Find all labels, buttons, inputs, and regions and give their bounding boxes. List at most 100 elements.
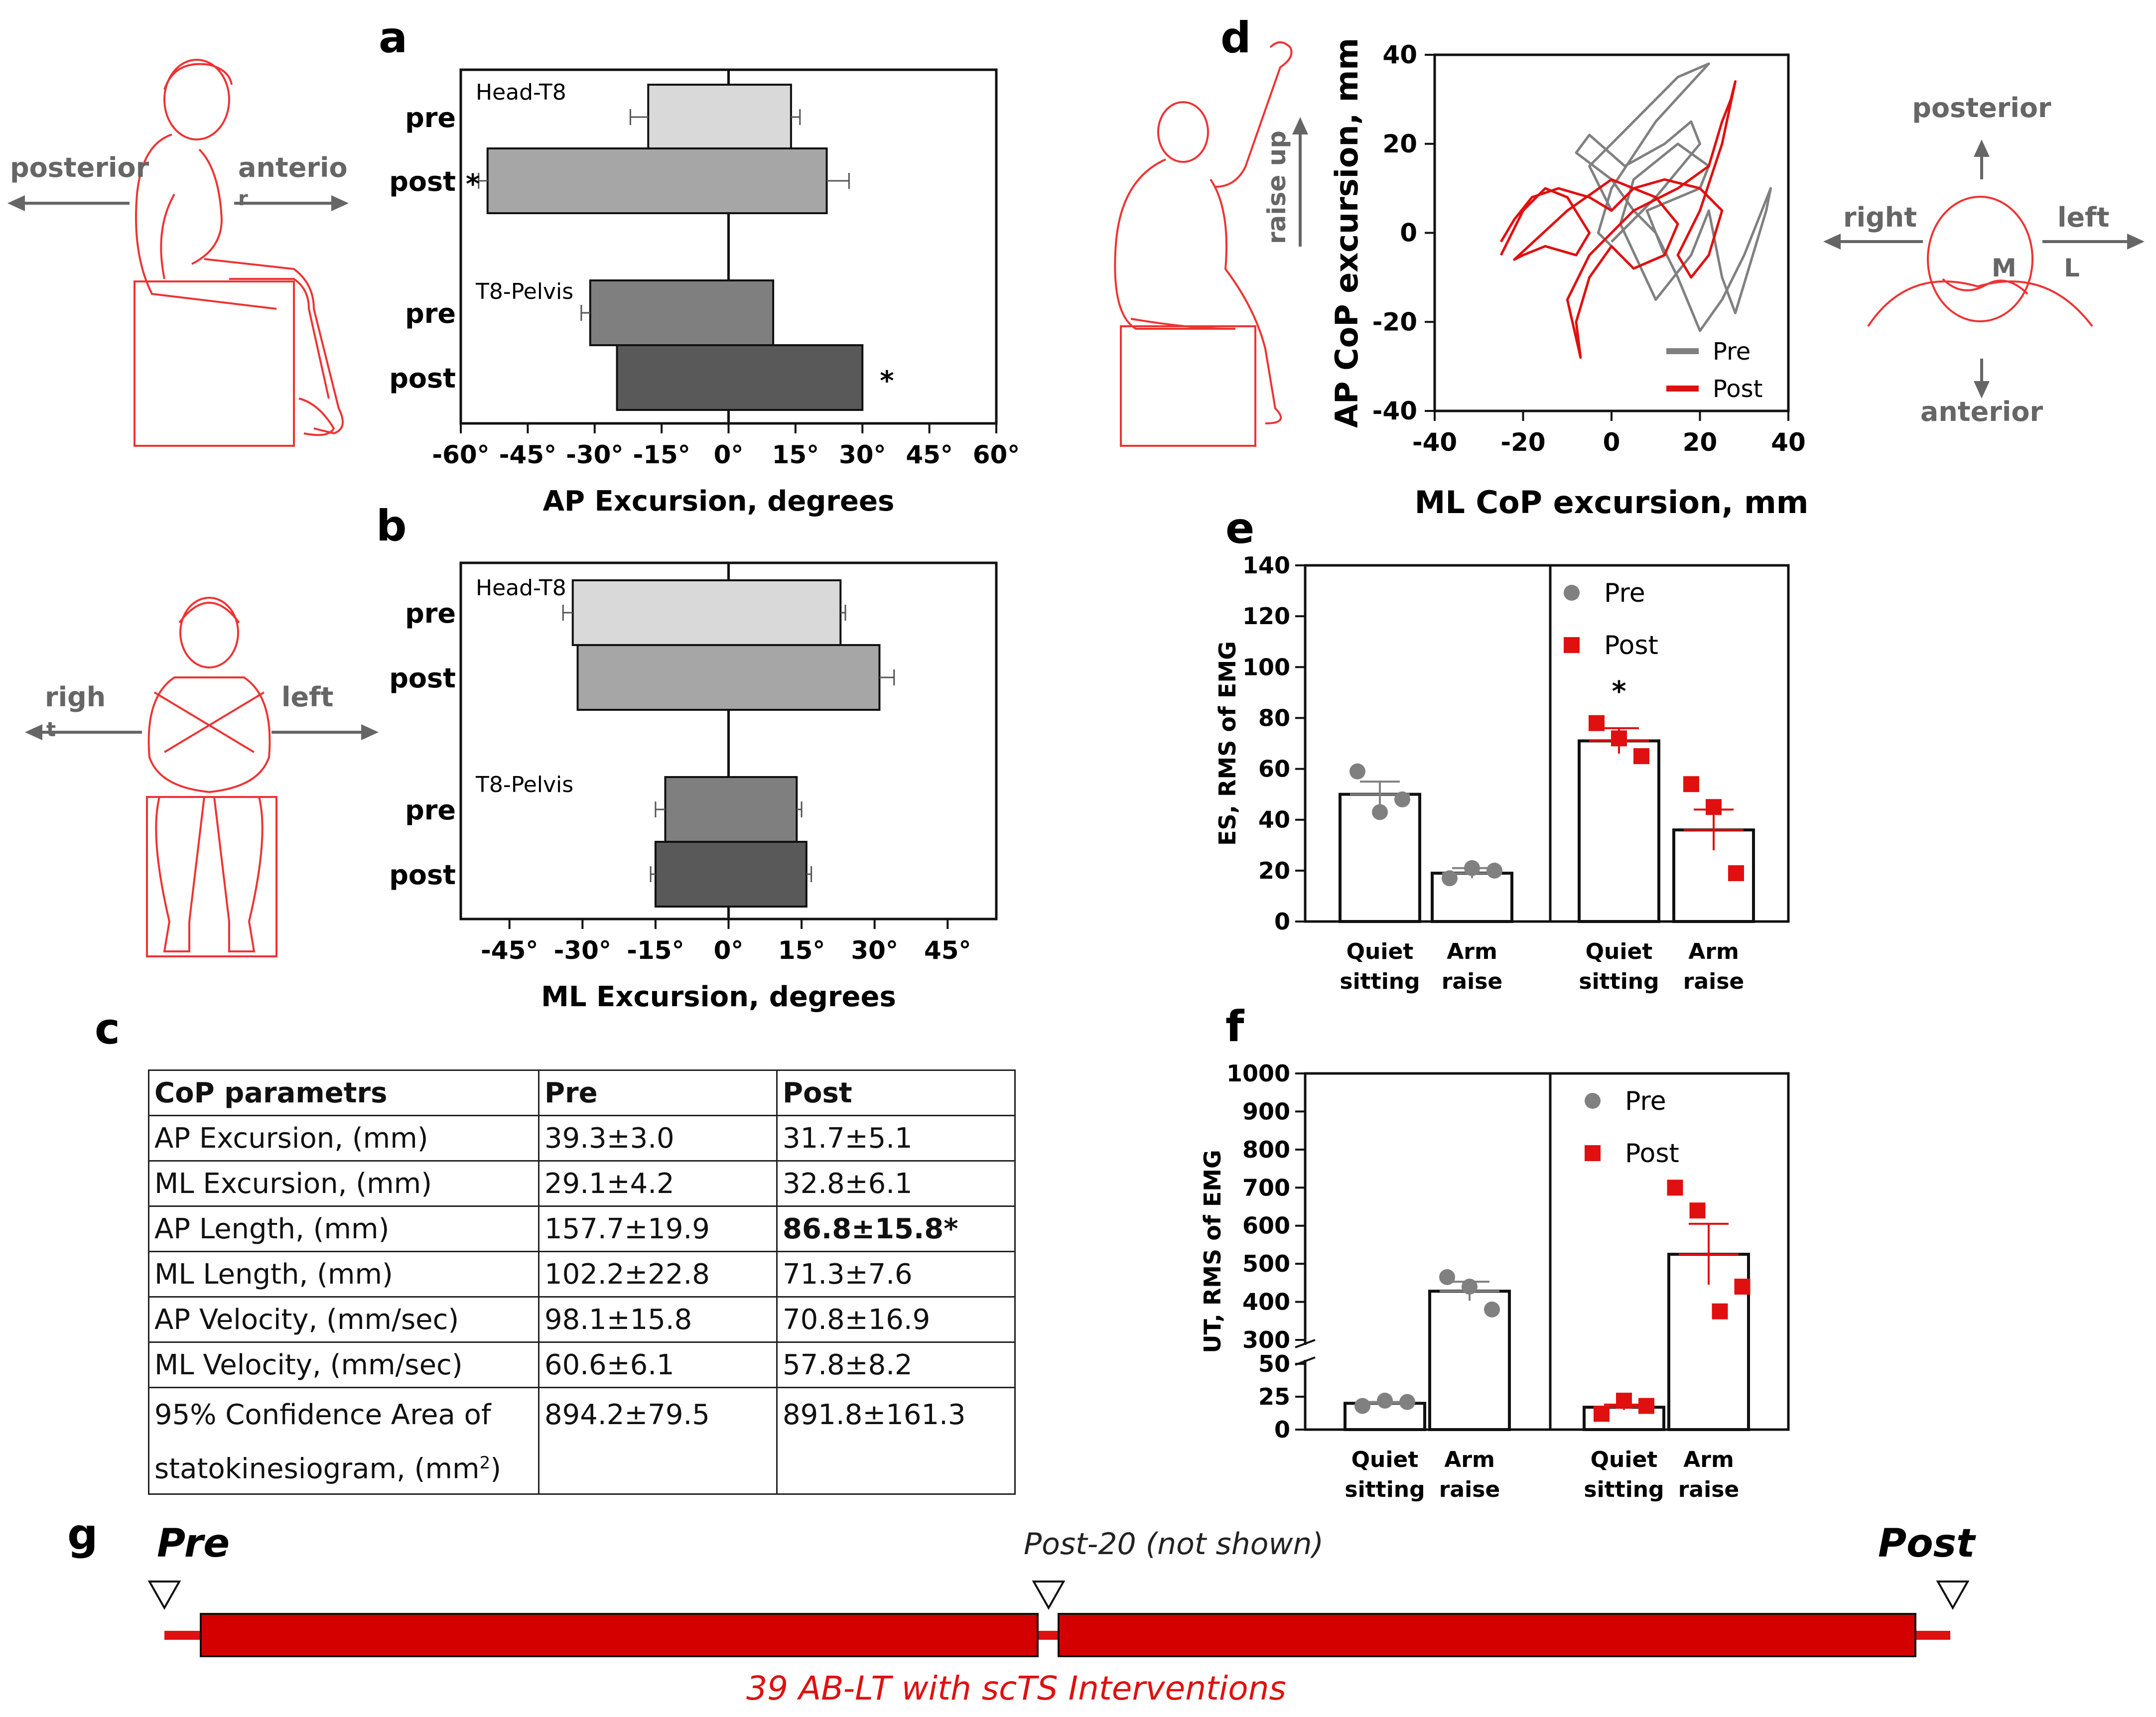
- chart-b-ml-excursion: -45°-30°-15°0°15°30°45°ML Excursion, deg…: [389, 561, 998, 1013]
- table-cell: 98.1±15.8: [538, 1296, 778, 1343]
- table-row: ML Velocity, (mm/sec) 60.6±6.1 57.8±8.2: [148, 1341, 1016, 1388]
- x-category-label: Quiet: [1351, 1447, 1419, 1472]
- x-tick-label: -20: [1500, 428, 1545, 457]
- data-point: [1442, 870, 1458, 887]
- bar: [647, 84, 792, 150]
- bar: [616, 344, 864, 411]
- group-label: T8-Pelvis: [475, 772, 573, 797]
- timeline-pre-label: Pre: [157, 1521, 230, 1566]
- cop-parameters-table: CoP parametrs Pre Post AP Excursion, (mm…: [148, 1069, 1016, 1495]
- data-point: [1638, 1398, 1654, 1414]
- data-point: [1728, 865, 1744, 881]
- bar-category-label: post: [389, 859, 456, 891]
- label-left: left: [281, 681, 333, 713]
- axis-break-mark: [1295, 1356, 1316, 1366]
- y-tick-label: 0: [1274, 1416, 1290, 1443]
- table-cell: ML Velocity, (mm/sec): [148, 1341, 539, 1388]
- table-row: ML Length, (mm) 102.2±22.8 71.3±7.6: [148, 1251, 1016, 1298]
- data-point: [1667, 1180, 1683, 1196]
- legend-label: Post: [1604, 631, 1658, 660]
- legend-marker: [1564, 637, 1580, 653]
- label-right: right: [1843, 202, 1917, 233]
- x-category-label: raise: [1442, 969, 1503, 994]
- bar: [571, 579, 842, 646]
- table-cell: 894.2±79.5: [538, 1387, 778, 1495]
- x-category-label: raise: [1678, 1477, 1740, 1502]
- table-header: Post: [776, 1069, 1016, 1116]
- x-tick-label: 0: [1603, 428, 1620, 457]
- label-l: L: [2064, 254, 2080, 282]
- y-tick-label: 0: [1274, 908, 1290, 935]
- x-tick-label: 0°: [714, 936, 744, 965]
- y-tick-label: 700: [1242, 1174, 1290, 1201]
- head-top-view-illustration: posterior anterior right left M L: [1823, 92, 2145, 427]
- x-axis-title: ML Excursion, degrees: [541, 981, 896, 1013]
- ml-direction-arrows: righ t left: [25, 681, 379, 741]
- y-tick-label: 20: [1258, 857, 1290, 884]
- cell-line: ): [490, 1453, 502, 1485]
- x-category-label: raise: [1683, 969, 1745, 994]
- panel-letter-d: d: [1220, 13, 1251, 63]
- chart-a-ap-excursion: -60°-45°-30°-15°0°15°30°45°60°AP Excursi…: [389, 68, 1020, 518]
- table-row: ML Excursion, (mm) 29.1±4.2 32.8±6.1: [148, 1160, 1016, 1207]
- x-category-label: Arm: [1444, 1447, 1495, 1472]
- seated-person-side-illustration: [134, 59, 344, 447]
- data-point: [1683, 776, 1699, 792]
- table-cell-significant: 86.8±15.8*: [776, 1205, 1016, 1252]
- x-tick-label: -45°: [499, 440, 556, 469]
- x-category-label: Arm: [1688, 939, 1739, 964]
- table-cell: 70.8±16.9: [776, 1296, 1016, 1343]
- y-tick-label: -40: [1372, 396, 1417, 425]
- y-axis-title: AP CoP excursion, mm: [1329, 38, 1365, 428]
- bar-category-label: post: [389, 363, 456, 394]
- x-category-label: Quiet: [1586, 939, 1653, 964]
- x-tick-label: 45°: [924, 936, 971, 965]
- data-point: [1484, 1301, 1500, 1318]
- arrow-right-icon: [2127, 234, 2145, 250]
- x-category-label: sitting: [1345, 1477, 1425, 1502]
- x-tick-label: -30°: [566, 440, 623, 469]
- table-cell: 57.8±8.2: [776, 1341, 1016, 1388]
- x-tick-label: -30°: [554, 936, 611, 965]
- x-tick-label: 40: [1771, 428, 1806, 457]
- legend-label: Pre: [1604, 578, 1645, 608]
- y-tick-label: 300: [1242, 1326, 1290, 1353]
- table-row: AP Excursion, (mm) 39.3±3.0 31.7±5.1: [148, 1115, 1016, 1162]
- bar-category-label: pre: [405, 298, 456, 329]
- bar-category-label: post: [389, 662, 456, 694]
- significance-star: *: [880, 365, 894, 396]
- data-point: [1633, 748, 1649, 765]
- x-tick-label: 60°: [973, 440, 1020, 469]
- x-tick-label: -60°: [432, 440, 489, 469]
- data-point: [1616, 1392, 1632, 1409]
- series-line: [1575, 62, 1772, 332]
- table-header: Pre: [538, 1069, 778, 1116]
- label-right-cont: t: [46, 718, 56, 741]
- y-tick-label: 80: [1258, 704, 1290, 731]
- legend-marker: [1585, 1145, 1601, 1161]
- table-cell: 60.6±6.1: [538, 1341, 778, 1388]
- seated-person-front-illustration: [146, 597, 277, 957]
- bar: [664, 776, 798, 843]
- cell-line: 95% Confidence Area of: [154, 1399, 491, 1431]
- y-tick-label: 500: [1242, 1250, 1290, 1277]
- panel-letter-c: c: [95, 1004, 120, 1054]
- table-header-row: CoP parametrs Pre Post: [148, 1069, 1016, 1116]
- arrow-left-icon: [7, 195, 25, 211]
- axis-break-gap: [1302, 1345, 1308, 1360]
- panel-letter-g: g: [67, 1510, 98, 1560]
- bar: [1431, 871, 1513, 923]
- y-tick-label: -20: [1372, 307, 1417, 336]
- x-tick-label: 20: [1683, 428, 1718, 457]
- table-row: AP Velocity, (mm/sec) 98.1±15.8 70.8±16.…: [148, 1296, 1016, 1343]
- significance-star: *: [466, 168, 480, 200]
- label-anterior-cont: r: [238, 187, 248, 210]
- y-tick-label: 100: [1242, 654, 1290, 680]
- data-point: [1689, 1202, 1706, 1219]
- significance-star: *: [1612, 675, 1626, 708]
- data-point: [1486, 862, 1502, 879]
- panel-letter-a: a: [379, 13, 407, 63]
